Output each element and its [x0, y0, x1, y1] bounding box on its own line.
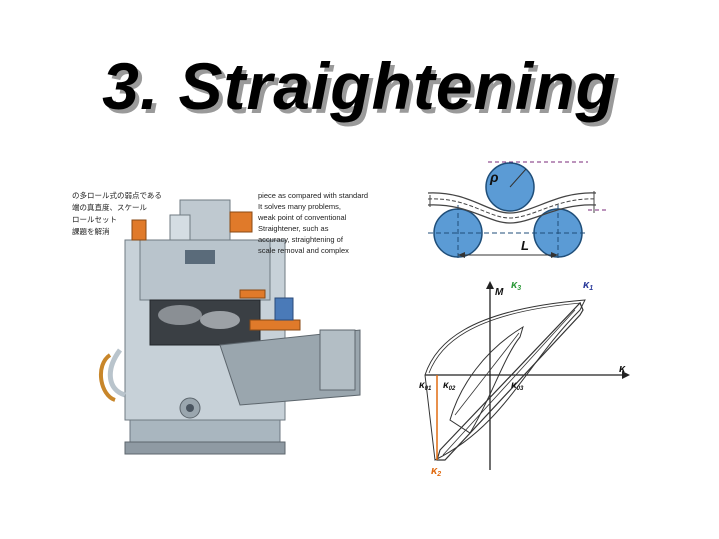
english-caption: piece as compared with standard It solve…	[258, 190, 370, 256]
en-line: scale removal and complex	[258, 246, 349, 255]
strip-bottom-edge	[427, 204, 597, 224]
title-wrapper: 3. Straightening	[0, 48, 719, 124]
rho-label: ρ	[489, 169, 499, 185]
m-axis-label: M	[495, 287, 504, 298]
en-line: accuracy, straightening of	[258, 235, 343, 244]
k1-label: κ1	[583, 279, 593, 292]
en-line: piece as compared with standard	[258, 191, 369, 200]
roller-diagram: ρ L	[427, 161, 608, 260]
jp-line: ロールセット	[72, 215, 117, 224]
jp-line: 課題を解消	[72, 227, 110, 236]
l-label: L	[521, 238, 529, 253]
outer-loop	[424, 299, 586, 461]
jp-line: の多ロール式の弱点である	[72, 191, 162, 200]
jp-line: 端の真直度、スケール	[72, 203, 147, 212]
main-loop	[436, 301, 584, 461]
k01-label: κ01	[419, 380, 432, 392]
strip-top-edge	[427, 192, 597, 214]
en-line: Straightener, such as	[258, 224, 329, 233]
moment-curvature-diagram: M κ κ3 κ1 κ01 κ02 κ03 κ2	[419, 279, 630, 478]
k02-label: κ02	[443, 380, 456, 392]
en-line: weak point of conventional	[258, 213, 347, 222]
k3-label: κ3	[511, 279, 521, 292]
k-axis-label: κ	[619, 363, 626, 375]
japanese-caption: の多ロール式の弱点である 端の真直度、スケール ロールセット 課題を解消	[72, 190, 162, 238]
inner-loop	[449, 325, 524, 434]
straightener-machine-photo	[98, 199, 361, 455]
k2-label: κ2	[431, 465, 441, 478]
k03-label: κ03	[511, 380, 524, 392]
en-line: It solves many problems,	[258, 202, 341, 211]
slide-title: 3. Straightening	[102, 49, 617, 123]
